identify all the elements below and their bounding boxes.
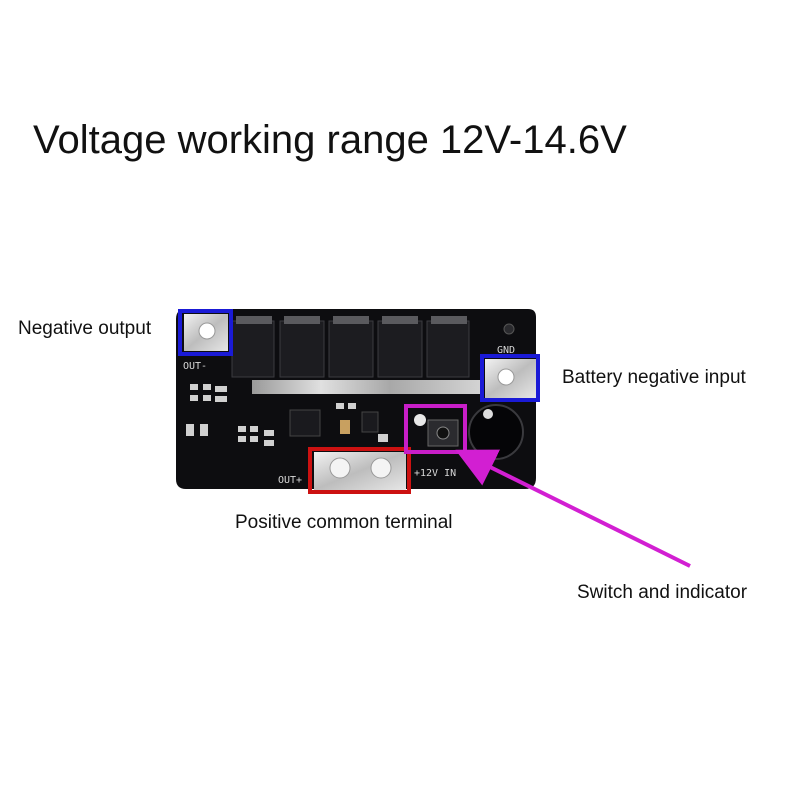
negative-output-frame — [178, 309, 233, 356]
mounting-hole — [503, 323, 515, 335]
silk-out-plus: OUT+ — [278, 475, 302, 486]
ic-chip — [289, 409, 321, 437]
silk-out-minus: OUT- — [183, 361, 207, 372]
battery-negative-hole — [497, 368, 515, 386]
label-positive-common-terminal: Positive common terminal — [235, 512, 453, 533]
label-negative-output: Negative output — [18, 318, 152, 339]
positive-common-frame — [308, 447, 411, 494]
positive-common-hole-right — [370, 457, 392, 479]
ic-chip-small — [361, 411, 379, 433]
copper-busbar — [252, 380, 482, 394]
silk-plus-mark: + — [481, 450, 487, 461]
push-button-cap — [436, 426, 450, 440]
mosfet-row — [231, 316, 470, 378]
smd-components — [186, 384, 388, 446]
battery-negative-frame — [480, 354, 540, 402]
buzzer — [468, 404, 524, 460]
page-title: Voltage working range 12V-14.6V — [33, 118, 627, 162]
silk-gnd: GND — [497, 345, 515, 356]
positive-common-pad — [314, 452, 406, 490]
silk-12v-in: +12V IN — [414, 468, 456, 479]
negative-output-hole — [198, 322, 216, 340]
indicator-led — [414, 414, 426, 426]
switch-pointer-arrow — [455, 449, 691, 568]
label-battery-negative-input: Battery negative input — [562, 367, 746, 388]
positive-common-hole-left — [329, 457, 351, 479]
label-switch-and-indicator: Switch and indicator — [577, 582, 748, 603]
switch-indicator-frame — [404, 404, 467, 454]
